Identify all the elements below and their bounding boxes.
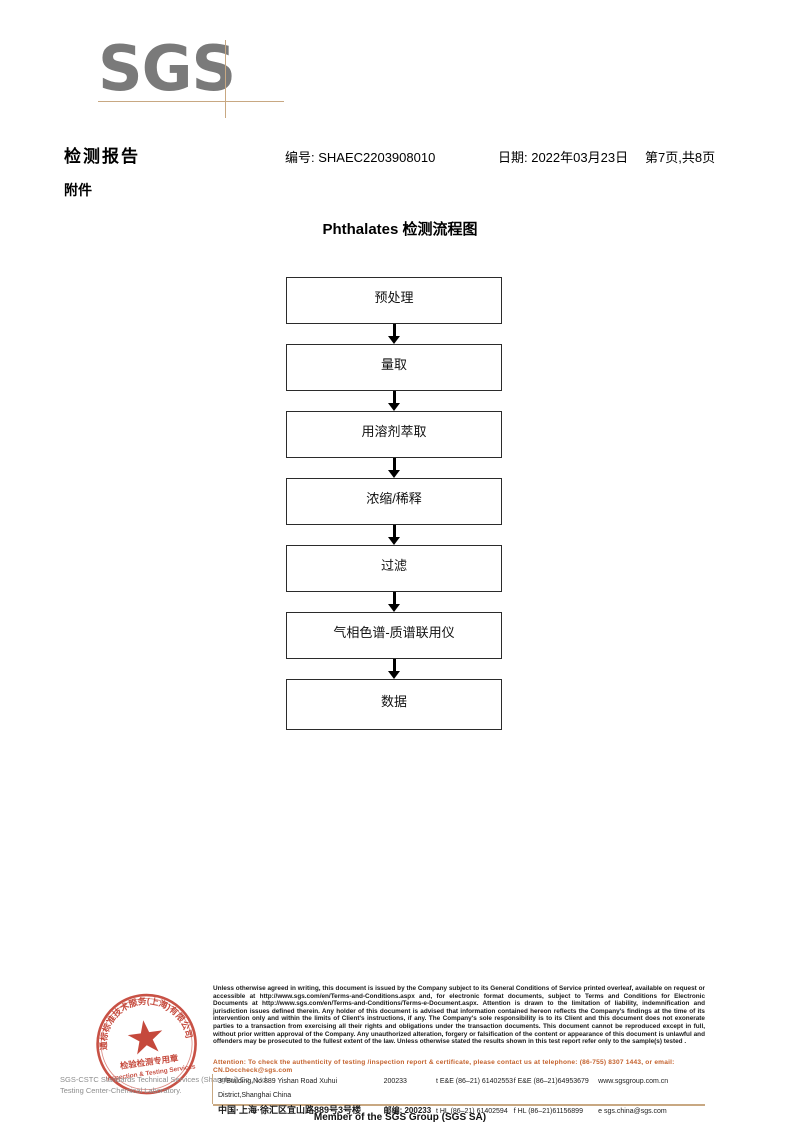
page-title: 检测报告	[64, 147, 140, 166]
address-en-zip: 200233	[383, 1078, 407, 1085]
address-block: 3ʳᵈBuilding,No.889 Yishan Road Xuhui Dis…	[218, 1075, 708, 1119]
attachment-label: 附件	[64, 182, 92, 198]
footer-rule	[213, 1104, 705, 1106]
entity-line-1: SGS-CSTC Standards Technical Services (S…	[60, 1075, 269, 1084]
address-row-cn: 中国·上海·徐汇区宜山路889号3号楼 邮编: 200233 t HL (86–…	[218, 1103, 708, 1119]
sgs-logo-text: SGS	[98, 32, 236, 105]
telephone-hl: t HL (86–21) 61402594	[435, 1108, 508, 1115]
flow-node-filtration: 过滤	[286, 545, 502, 592]
stamp-seal-icon: 通标标准技术服务(上海)有限公司 检验检测专用章 Inspection & Te…	[92, 989, 197, 1095]
flow-node-concentration-dilution: 浓缩/稀释	[286, 478, 502, 525]
legal-disclaimer: Unless otherwise agreed in writing, this…	[213, 985, 705, 1046]
attention-notice: Attention: To check the authenticity of …	[213, 1059, 675, 1075]
flow-node-label: 预处理	[374, 290, 414, 305]
flow-arrow-down-icon	[286, 391, 502, 411]
page-indicator: 第7页,共8页	[645, 150, 716, 165]
flow-node-measure: 量取	[286, 344, 502, 391]
fax-hl: f HL (86–21)61156899	[513, 1108, 583, 1115]
flow-arrow-down-icon	[286, 659, 502, 679]
address-row-en: 3ʳᵈBuilding,No.889 Yishan Road Xuhui Dis…	[218, 1075, 708, 1103]
flowchart: 预处理 量取 用溶剂萃取 浓缩/稀释 过滤 气相色谱-质谱联用仪 数据	[286, 277, 502, 730]
address-cn-zip: 邮编: 200233	[383, 1106, 432, 1115]
flow-node-label: 气相色谱-质谱联用仪	[333, 625, 455, 640]
fax-ee: f E&E (86–21)64953679	[513, 1078, 589, 1085]
sgs-logo: SGS	[98, 34, 298, 120]
flow-node-gcms: 气相色谱-质谱联用仪	[286, 612, 502, 659]
flow-node-label: 浓缩/稀释	[366, 491, 422, 506]
flow-arrow-down-icon	[286, 324, 502, 344]
flow-node-label: 数据	[380, 694, 407, 709]
report-date: 日期: 2022年03月23日	[498, 150, 629, 165]
flow-arrow-down-icon	[286, 592, 502, 612]
address-cn: 中国·上海·徐汇区宜山路889号3号楼	[218, 1105, 362, 1115]
entity-line-2: Testing Center-Chemical Laboratory.	[60, 1086, 182, 1095]
logo-vertical-rule	[225, 40, 226, 118]
entity-name: SGS-CSTC Standards Technical Services (S…	[60, 1074, 270, 1096]
flow-arrow-down-icon	[286, 525, 502, 545]
flow-node-label: 用溶剂萃取	[361, 424, 427, 439]
flow-node-label: 量取	[380, 357, 407, 372]
member-notice: Member of the SGS Group (SGS SA)	[313, 1112, 487, 1123]
flowchart-title: Phthalates 检测流程图	[322, 221, 478, 238]
flow-node-label: 过滤	[380, 558, 407, 573]
report-number: 编号: SHAEC2203908010	[285, 150, 436, 165]
logo-horizontal-rule	[98, 101, 284, 102]
flow-node-data: 数据	[286, 679, 502, 730]
email[interactable]: e sgs.china@sgs.com	[598, 1108, 667, 1115]
flow-node-pretreatment: 预处理	[286, 277, 502, 324]
official-stamp: 通标标准技术服务(上海)有限公司 检验检测专用章 Inspection & Te…	[88, 988, 206, 1106]
website[interactable]: www.sgsgroup.com.cn	[598, 1078, 669, 1085]
flow-node-solvent-extraction: 用溶剂萃取	[286, 411, 502, 458]
address-en: 3ʳᵈBuilding,No.889 Yishan Road Xuhui Dis…	[218, 1078, 338, 1099]
address-divider	[212, 1074, 213, 1104]
flow-arrow-down-icon	[286, 458, 502, 478]
telephone-ee: t E&E (86–21) 61402553	[435, 1078, 514, 1085]
